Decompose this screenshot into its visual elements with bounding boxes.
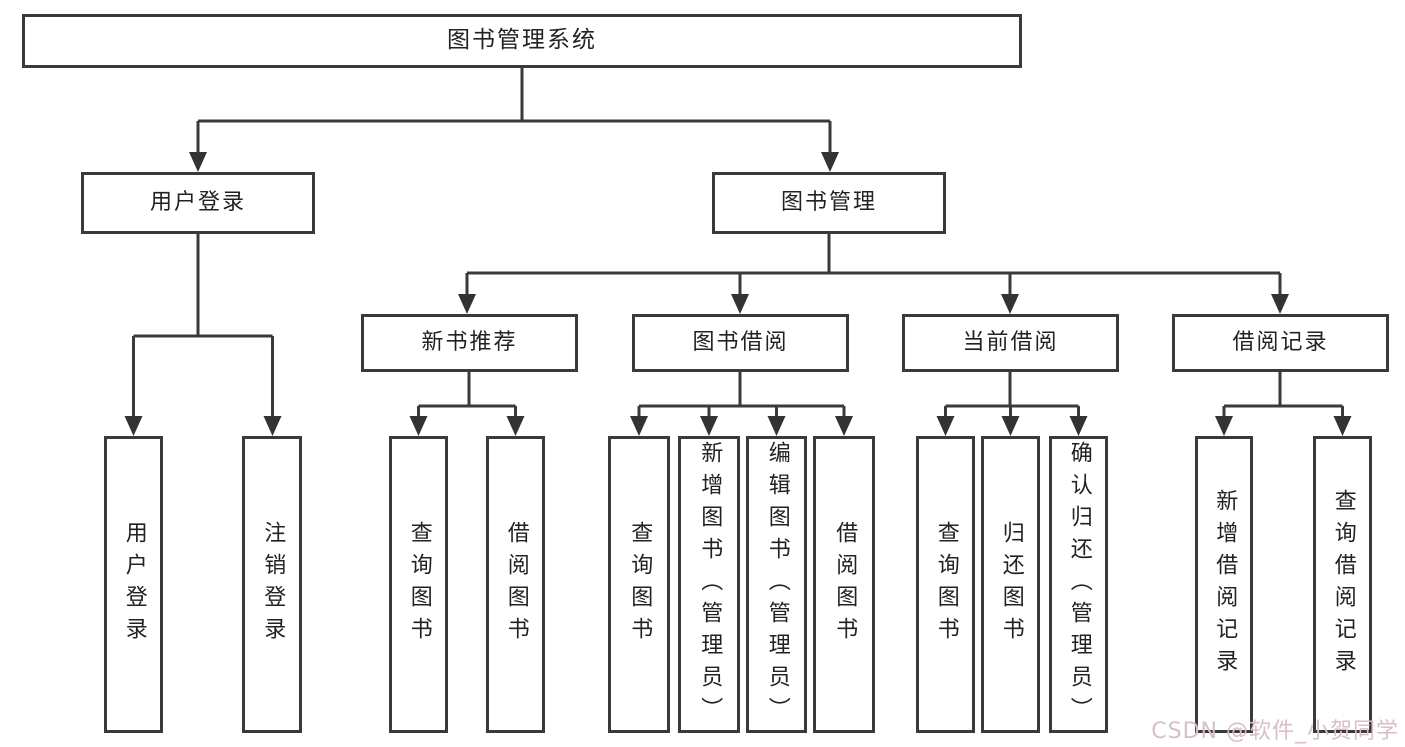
leaf-return-books: 归还图书 [981,436,1040,733]
leaf-query-books-current: 查询图书 [916,436,975,733]
leaf-query-books-newbook: 查询图书 [389,436,448,733]
csdn-watermark: CSDN @软件_小贺同学 [1151,719,1399,744]
node-book-management: 图书管理 [712,172,946,234]
leaf-add-book-admin: 新增图书（管理员） [678,436,740,733]
leaf-confirm-return-admin: 确认归还（管理员） [1049,436,1108,733]
node-book-borrow: 图书借阅 [632,314,849,372]
node-borrow-records: 借阅记录 [1172,314,1389,372]
leaf-add-borrow-record: 新增借阅记录 [1195,436,1253,733]
node-new-book-recommend: 新书推荐 [361,314,578,372]
leaf-borrow-books-newbook: 借阅图书 [486,436,545,733]
leaf-borrow-books-borrow: 借阅图书 [813,436,875,733]
leaf-user-login: 用户登录 [104,436,163,733]
leaf-logout: 注销登录 [242,436,302,733]
leaf-edit-book-admin: 编辑图书（管理员） [746,436,807,733]
leaf-query-books-borrow: 查询图书 [608,436,670,733]
node-library-system: 图书管理系统 [22,14,1022,68]
leaf-query-borrow-record: 查询借阅记录 [1313,436,1372,733]
node-user-login: 用户登录 [81,172,315,234]
node-current-borrow: 当前借阅 [902,314,1119,372]
arrowheads [124,152,1352,436]
connector-paths [132,68,1344,420]
